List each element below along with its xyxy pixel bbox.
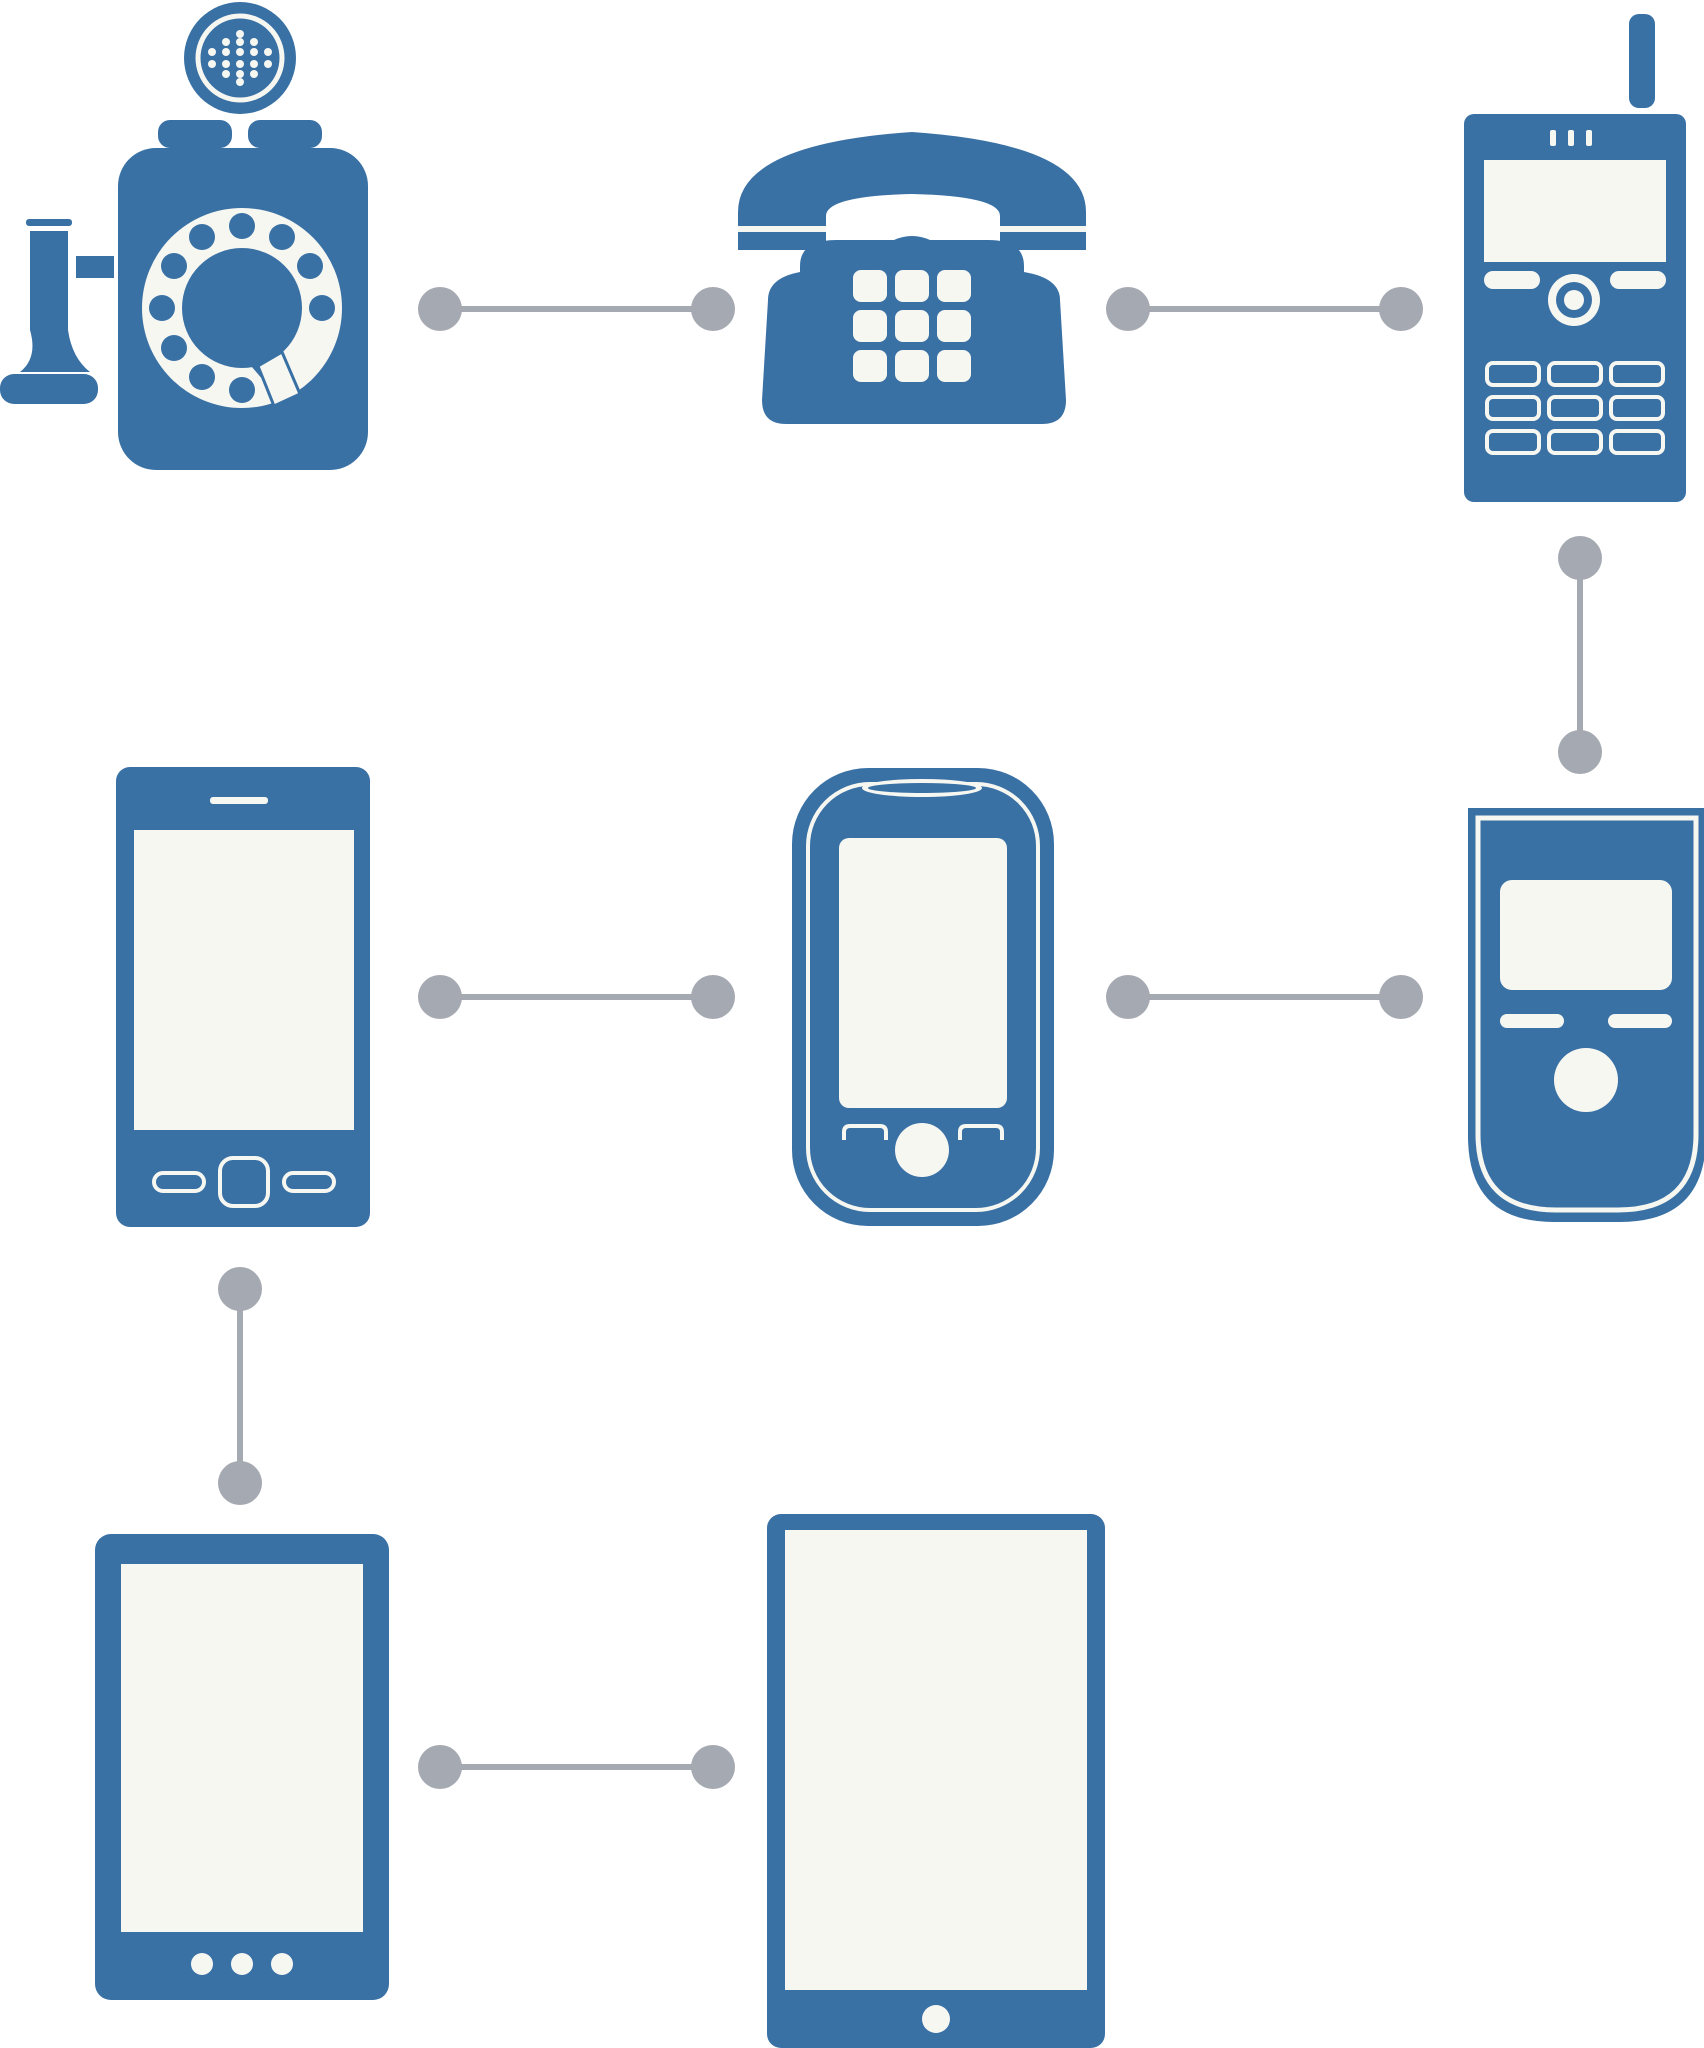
connector-node [691, 1745, 735, 1789]
connector-node [691, 287, 735, 331]
bell-left [158, 120, 232, 148]
rounded-phone-screen [839, 838, 1007, 1108]
tablet-screen [785, 1530, 1087, 1990]
connector-node [1379, 975, 1423, 1019]
connector-node [218, 1267, 262, 1311]
wall-telephone-icon [0, 2, 368, 470]
smartphone-icon [116, 767, 370, 1227]
connector-node [218, 1461, 262, 1505]
handset-hook [76, 256, 114, 278]
tablet-home-button [922, 2005, 950, 2033]
connector-candybar-phone-to-rounded-smartphone [1106, 975, 1423, 1019]
candybar-screen [1500, 880, 1672, 990]
cellphone-keypad [1485, 361, 1665, 455]
smartphone-screen [134, 830, 354, 1130]
connector-node [691, 975, 735, 1019]
connector-rounded-smartphone-to-touchscreen-smartphone [418, 975, 735, 1019]
connector-touchscreen-smartphone-to-android-phablet [218, 1267, 262, 1505]
connector-antenna-cell-phone-to-candybar-phone [1558, 536, 1602, 774]
rounded-smartphone-icon [792, 768, 1054, 1226]
candlestick-handset [0, 219, 98, 404]
connector-node [418, 1745, 462, 1789]
connectors [218, 287, 1602, 1789]
connector-wall-crank-telephone-to-rotary-desk-telephone [418, 287, 735, 331]
rotary-dial [142, 208, 342, 414]
handset [738, 132, 1086, 250]
connector-node [1106, 975, 1150, 1019]
connector-rotary-desk-telephone-to-antenna-cell-phone [1106, 287, 1423, 331]
desk-telephone-icon [738, 132, 1086, 424]
connector-android-phablet-to-tablet [418, 1745, 735, 1789]
candybar-home-button [1554, 1048, 1618, 1112]
cellphone-screen [1484, 160, 1666, 262]
connector-node [418, 975, 462, 1019]
rounded-phone-home-button [895, 1123, 949, 1177]
bell-right [248, 120, 322, 148]
connector-node [418, 287, 462, 331]
connector-node [1558, 730, 1602, 774]
antenna-cellphone-icon [1464, 14, 1686, 502]
connector-node [1558, 536, 1602, 580]
candybar-phone-icon [1468, 808, 1704, 1222]
tablet-icon [767, 1514, 1105, 2048]
phablet-screen [121, 1564, 363, 1932]
connector-node [1379, 287, 1423, 331]
antenna [1629, 14, 1655, 108]
connector-node [1106, 287, 1150, 331]
bell-earpiece [184, 2, 296, 114]
keypad [853, 270, 971, 382]
phablet-icon [95, 1534, 389, 2000]
smartphone-speaker [210, 797, 268, 804]
